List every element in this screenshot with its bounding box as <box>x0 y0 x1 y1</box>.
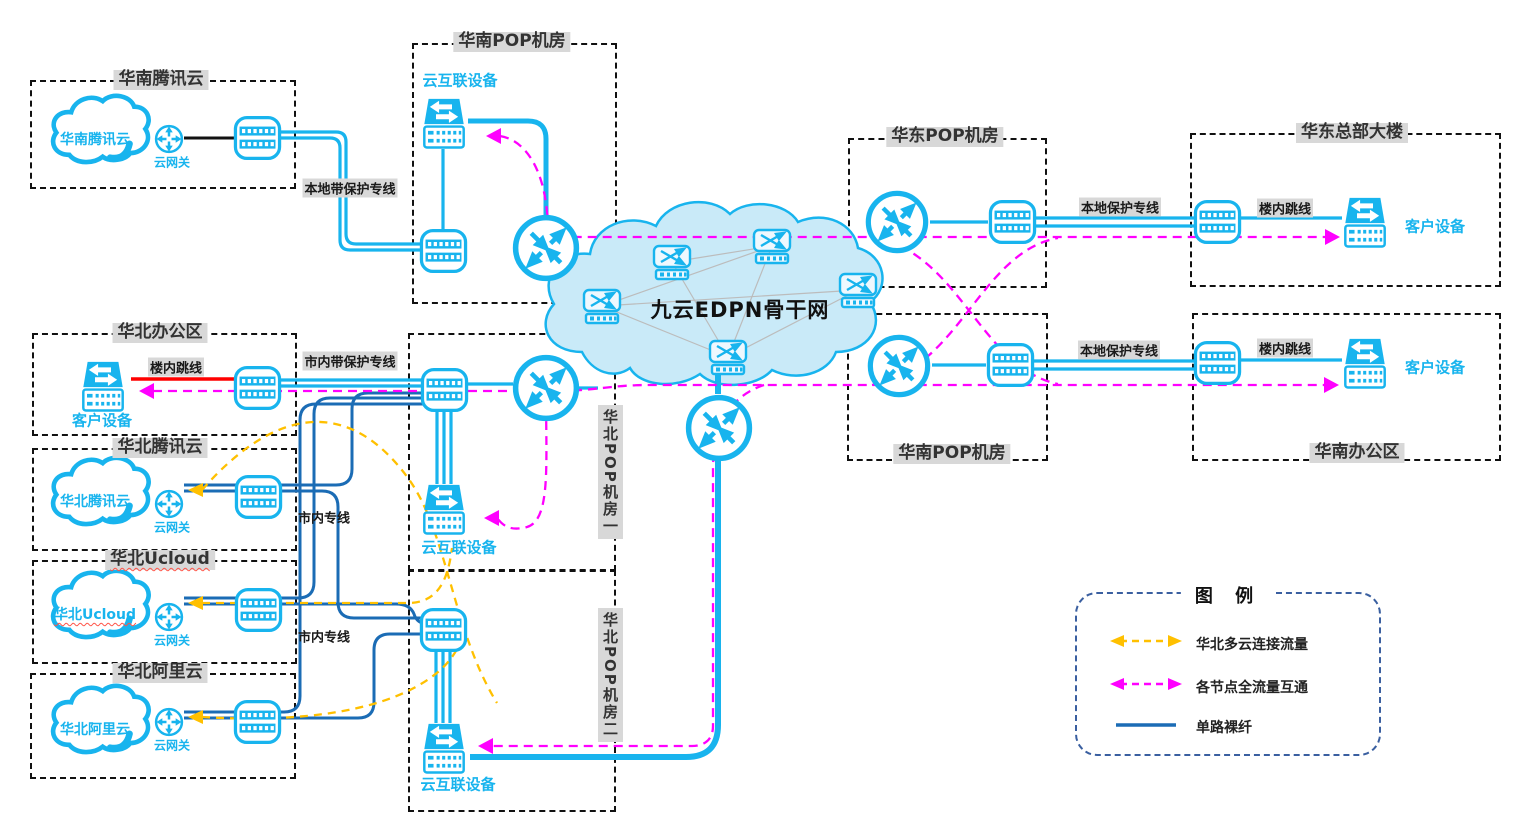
title-north-pop1: 华北POP机房一 <box>598 405 623 539</box>
title-south-pop-top: 华南POP机房 <box>453 31 571 52</box>
label-building-jumper-north: 楼内跳线 <box>147 357 205 377</box>
customer-switch-south-office <box>1344 337 1386 389</box>
patch-panel-north-tencent <box>234 474 283 520</box>
patch-panel-north-pop2 <box>419 607 468 653</box>
cloud-shape-south-tencent <box>43 90 155 166</box>
patch-panel-north-office <box>233 365 282 411</box>
title-north-office: 华北办公区 <box>112 322 208 343</box>
cyan-links <box>281 118 1342 760</box>
cloud-gateway-icon-north-ali <box>154 707 184 737</box>
title-east-pop: 华东POP机房 <box>886 126 1004 147</box>
cloud-gateway-icon-north-tencent <box>154 489 184 519</box>
backbone-label: 九云EDPN骨干网 <box>650 298 830 322</box>
customer-label-north-office: 客户设备 <box>71 411 133 430</box>
router-below-backbone <box>684 393 754 463</box>
interconnect-switch-north-pop1 <box>423 483 465 535</box>
gateway-label: 云网关 <box>153 738 191 753</box>
interconnect-switch-north-pop2 <box>423 722 465 774</box>
patch-panel-north-ali <box>233 699 282 745</box>
gateway-label: 云网关 <box>153 633 191 648</box>
cloud-text-north-ali: 华北阿里云 <box>60 722 130 738</box>
label-city-line-2: 市内专线 <box>297 630 351 646</box>
patch-panel-north-ucloud <box>234 587 283 633</box>
customer-switch-east-hq <box>1344 196 1386 248</box>
patch-panel-east-hq <box>1193 199 1242 245</box>
multicloud-lines <box>201 420 498 720</box>
cloud-text-north-ucloud: 华北Ucloud <box>53 607 137 623</box>
patch-panel-south-pop-top <box>419 228 468 274</box>
backbone-node-icon <box>708 339 748 376</box>
title-north-ucloud: 华北Ucloud <box>105 549 215 570</box>
legend-blue-line <box>1116 723 1176 727</box>
full-traffic-arrowheads <box>139 128 1340 754</box>
backbone-node-icon <box>582 288 622 325</box>
cloud-shape-north-ucloud <box>43 565 155 641</box>
legend-box <box>1075 592 1381 756</box>
interconnect-label-south-pop: 云互联设备 <box>422 71 498 90</box>
backbone-cloud-shape <box>544 200 884 386</box>
label-city-band-protect: 市内带保护专线 <box>302 351 398 371</box>
router-north-pop1 <box>511 353 581 423</box>
legend-yellow-arrow <box>1110 635 1182 647</box>
router-east-pop <box>864 189 930 255</box>
customer-label-south-office: 客户设备 <box>1404 358 1466 377</box>
legend-label-barefiber: 单路裸纤 <box>1196 720 1252 736</box>
bare-fiber-lines <box>184 391 429 720</box>
cloud-gateway-icon-south-tencent <box>154 124 184 154</box>
backbone-node-icon <box>652 244 692 281</box>
title-south-pop-right: 华南POP机房 <box>893 443 1011 464</box>
interconnect-label-north-pop1: 云互联设备 <box>421 538 497 557</box>
patch-panel-north-pop1 <box>420 367 469 413</box>
title-north-pop2: 华北POP机房二 <box>598 608 623 742</box>
label-building-jumper-east: 楼内跳线 <box>1256 198 1314 218</box>
label-local-band-protect: 本地带保护专线 <box>302 178 398 198</box>
gateway-label: 云网关 <box>153 520 191 535</box>
multicloud-arrowheads <box>188 483 203 724</box>
router-south-pop-right <box>866 333 932 399</box>
title-south-tencent: 华南腾讯云 <box>113 69 209 90</box>
backbone-node-icon <box>838 272 878 309</box>
title-south-office: 华南办公区 <box>1309 442 1405 463</box>
patch-panel-east-pop <box>988 199 1037 245</box>
label-city-line-1: 市内专线 <box>297 511 351 527</box>
label-building-jumper-south: 楼内跳线 <box>1256 338 1314 358</box>
customer-label-east-hq: 客户设备 <box>1404 217 1466 236</box>
patch-panel-south-pop-right <box>986 342 1035 388</box>
patch-panel-south-tencent <box>233 115 282 161</box>
legend-title: 图 例 <box>1180 582 1276 608</box>
title-north-tencent: 华北腾讯云 <box>112 437 208 458</box>
customer-switch-north-office <box>82 360 124 412</box>
cloud-gateway-icon-north-ucloud <box>154 602 184 632</box>
router-south-pop-top <box>511 213 581 283</box>
cloud-text-north-tencent: 华北腾讯云 <box>60 494 130 510</box>
legend-magenta-arrow <box>1110 678 1182 690</box>
label-local-protect-south: 本地保护专线 <box>1077 340 1161 360</box>
backbone-node-icon <box>752 228 792 265</box>
interconnect-switch-south-pop <box>423 97 465 149</box>
cloud-shape-north-ali <box>43 680 155 756</box>
legend-label-multicloud: 华北多云连接流量 <box>1196 637 1308 653</box>
interconnect-label-north-pop2: 云互联设备 <box>420 775 496 794</box>
gateway-label: 云网关 <box>153 155 191 170</box>
cloud-text-south-tencent: 华南腾讯云 <box>60 132 130 148</box>
title-east-hq: 华东总部大楼 <box>1296 122 1408 143</box>
legend-label-fulltraffic: 各节点全流量互通 <box>1196 680 1308 696</box>
patch-panel-south-office <box>1193 340 1242 386</box>
cloud-shape-north-tencent <box>43 452 155 528</box>
label-local-protect-east: 本地保护专线 <box>1078 197 1162 217</box>
title-north-ali: 华北阿里云 <box>112 662 208 683</box>
